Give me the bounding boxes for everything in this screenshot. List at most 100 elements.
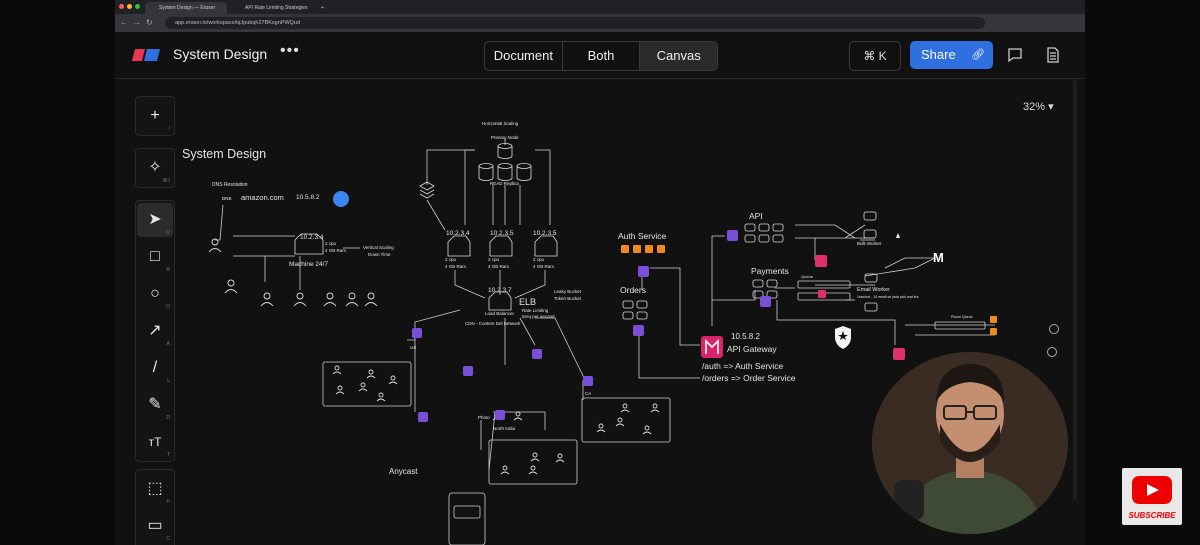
share-label: Share <box>921 47 956 62</box>
anycast-label: Anycast <box>389 467 418 476</box>
api-routing <box>795 224 856 239</box>
dns-arrow <box>215 204 224 241</box>
route-orders-label: /orders => Order Service <box>702 373 796 383</box>
browser-tab-system-design[interactable]: System Design — Eraser <box>145 2 227 14</box>
minimize-window-icon[interactable] <box>127 4 132 9</box>
shortcut-hint: D <box>166 415 170 421</box>
share-button[interactable]: Share🔗︎ <box>910 41 993 69</box>
circle-tool-button[interactable]: ○O <box>137 277 173 311</box>
auth-gateway-link <box>650 267 700 346</box>
sparkle-icon: ✧ <box>148 159 162 176</box>
connector-handle[interactable] <box>1047 347 1057 357</box>
zoom-control[interactable]: 32% ▾ <box>1023 100 1054 113</box>
scaling-arrow <box>426 149 475 231</box>
cdn-label: CDN - Content Del Network <box>465 321 521 326</box>
comments-icon[interactable] <box>1007 47 1023 63</box>
maximize-window-icon[interactable] <box>135 4 140 9</box>
subscribe-button[interactable]: SUBSCRIBE <box>1122 468 1182 525</box>
circle-icon: ○ <box>150 285 160 302</box>
text-icon: тT <box>148 435 162 449</box>
shortcut-hint: F <box>166 499 170 505</box>
rectangle-tool-button[interactable]: □R <box>137 240 173 274</box>
dns-badge-text: DNS <box>222 196 232 201</box>
close-window-icon[interactable] <box>119 4 124 9</box>
tab-both[interactable]: Both <box>563 42 641 70</box>
new-tab-button[interactable]: + <box>321 5 324 11</box>
more-options-icon[interactable]: ••• <box>280 42 300 59</box>
down-time-label: Down Time <box>368 252 391 257</box>
shortcut-hint: V <box>166 230 170 236</box>
email-worker-label: Email Worker <box>857 287 890 293</box>
rectangle-icon: □ <box>150 248 160 265</box>
shortcut-hint: C <box>166 536 170 542</box>
view-switcher: Document Both Canvas <box>484 41 718 71</box>
elb-label: ELB <box>519 297 537 307</box>
shortcut-hint: / <box>168 126 170 132</box>
comment-tool-button[interactable]: ▭C <box>137 509 173 543</box>
pointer-icon: ➤ <box>148 211 162 228</box>
url-field[interactable]: app.eraser.io/workspace/iqJpubqh27BKsgnP… <box>165 17 985 29</box>
mail-link <box>884 257 935 269</box>
api-gateway-label: API Gateway <box>727 344 777 354</box>
token-bucket-label: Token Bucket <box>554 296 582 301</box>
diagram-canvas[interactable] <box>115 0 1085 545</box>
ai-diagram-button[interactable]: ✧⌘J <box>137 151 173 185</box>
frame-tool-button[interactable]: ⬚F <box>137 472 173 506</box>
gateway-api-link <box>711 235 725 326</box>
document-title[interactable]: System Design <box>173 46 268 62</box>
line-icon: / <box>152 359 158 376</box>
queue-box <box>797 280 851 289</box>
machine-ip-label: 10.2.3.4 <box>300 234 324 241</box>
vertical-scaling-label: Vertical Scaling <box>363 245 394 250</box>
auth-service-label: Auth Service <box>618 231 667 241</box>
outline-icon[interactable] <box>1045 47 1061 63</box>
india-region-box <box>488 439 578 485</box>
node-spec-cpu-1: 2 cpu <box>445 257 457 262</box>
forward-icon[interactable]: → <box>133 18 141 27</box>
pencil-tool-button[interactable]: ✎D <box>137 388 173 422</box>
chevron-down-icon: ▾ <box>1048 101 1054 113</box>
lb-ip-label: 10.2.3.7 <box>488 287 512 294</box>
route-auth-label: /auth => Auth Service <box>702 361 784 371</box>
primary-node-label: Primary Node <box>491 135 519 140</box>
select-tool-button[interactable]: ➤V <box>137 203 173 237</box>
region-links <box>407 339 584 471</box>
line-tool-button[interactable]: /L <box>137 351 173 385</box>
presenter-image <box>872 352 1068 534</box>
read-replica-label: READ Replica <box>490 181 519 186</box>
lb-links <box>454 270 546 299</box>
mail-icon: M <box>933 250 944 265</box>
tab-document[interactable]: Document <box>485 42 563 70</box>
toolbar-group-extra: ⬚F ▭C <box>135 469 175 545</box>
replica-lines <box>492 185 521 225</box>
arrow-tool-button[interactable]: ↗A <box>137 314 173 348</box>
browser-tab-rate-limiting[interactable]: API Rate Limiting Strategies <box>231 2 313 14</box>
connector-handle[interactable] <box>1049 324 1059 334</box>
youtube-play-icon <box>1132 476 1172 504</box>
node-spec-cpu-2: 2 cpu <box>488 257 500 262</box>
ca-label: CA <box>585 391 592 396</box>
back-icon[interactable]: ← <box>120 18 128 27</box>
tab-title: API Rate Limiting Strategies <box>245 5 308 11</box>
command-palette-button[interactable]: ⌘ K <box>849 41 901 71</box>
node-spec-ram-2: 4 GB Ram <box>488 264 510 269</box>
add-button[interactable]: +/ <box>137 99 173 133</box>
cdn-links <box>414 309 586 412</box>
plus-icon: + <box>150 107 160 124</box>
node-ip-2: 10.2.3.5 <box>490 230 514 237</box>
webcam-overlay <box>872 352 1068 534</box>
us-label: US <box>410 345 417 350</box>
orders-links <box>638 268 700 379</box>
comment-icon: ▭ <box>147 517 163 534</box>
node-spec-cpu-3: 2 cpu <box>533 257 545 262</box>
vertical-scrollbar[interactable] <box>1073 80 1077 500</box>
server-shapes <box>294 143 878 320</box>
shortcut-hint: ⌘J <box>162 178 171 184</box>
toolbar-group-ai: ✧⌘J <box>135 148 175 188</box>
orders-label: Orders <box>620 285 646 295</box>
tab-canvas[interactable]: Canvas <box>640 42 717 70</box>
reload-icon[interactable]: ↻ <box>146 18 153 27</box>
drop-icon <box>896 233 900 238</box>
